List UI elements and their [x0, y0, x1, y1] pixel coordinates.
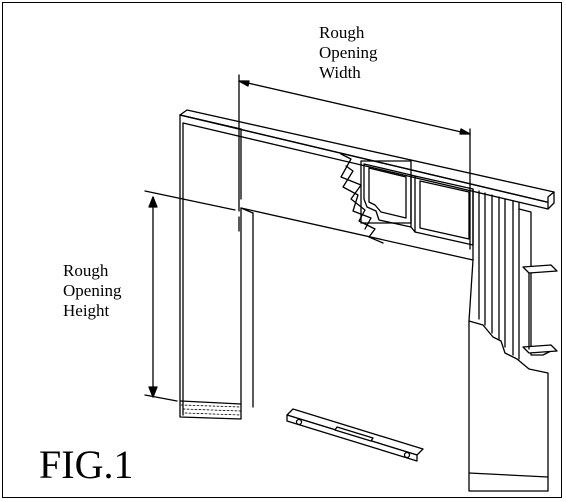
cutaway-framing [340, 153, 474, 246]
header-beam [179, 109, 555, 210]
opening-head [240, 207, 474, 408]
width-dimension [238, 74, 471, 250]
height-label-line: Opening [63, 281, 122, 300]
left-jamb [179, 114, 242, 420]
width-label-line: Width [319, 63, 361, 82]
figure-frame: Rough Opening Width Rough Opening Height… [2, 2, 562, 498]
height-dimension [144, 190, 236, 402]
right-jamb [468, 188, 558, 492]
rough-opening-drawing [144, 74, 558, 492]
width-label-line: Rough [319, 23, 365, 42]
width-label-line: Opening [319, 43, 378, 62]
height-label: Rough Opening Height [63, 261, 122, 321]
width-label: Rough Opening Width [319, 23, 378, 83]
height-label-line: Height [63, 301, 110, 320]
height-label-line: Rough [63, 261, 109, 280]
figure-caption: FIG.1 [39, 442, 134, 487]
level-tool [286, 408, 424, 462]
